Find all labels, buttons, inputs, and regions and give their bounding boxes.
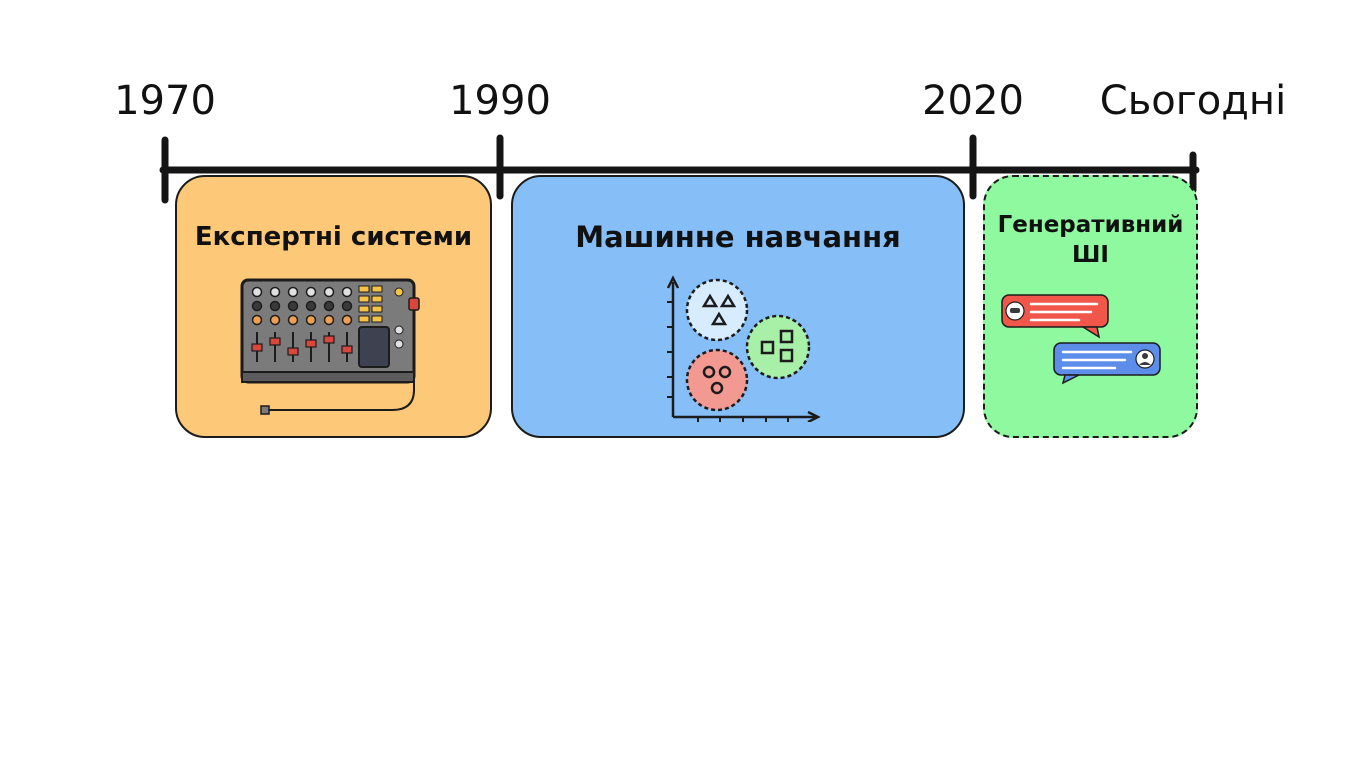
era-machine-learning: Машинне навчання: [511, 175, 965, 438]
era-expert-systems: Експертні системи: [175, 175, 492, 438]
era-title: Машинне навчання: [575, 220, 901, 254]
year-label-1970: 1970: [114, 78, 216, 124]
mixing-console-icon: [240, 278, 420, 415]
era-title: Генеративний ШІ: [997, 212, 1184, 268]
chat-bubbles-icon: [1001, 294, 1161, 385]
year-label-1990: 1990: [449, 78, 551, 124]
clustering-chart-icon: [666, 275, 821, 422]
era-generative-ai: Генеративний ШІ: [983, 175, 1198, 438]
era-title: Експертні системи: [194, 222, 473, 252]
year-label-today: Сьогодні: [1099, 78, 1287, 124]
year-label-2020: 2020: [922, 78, 1024, 124]
